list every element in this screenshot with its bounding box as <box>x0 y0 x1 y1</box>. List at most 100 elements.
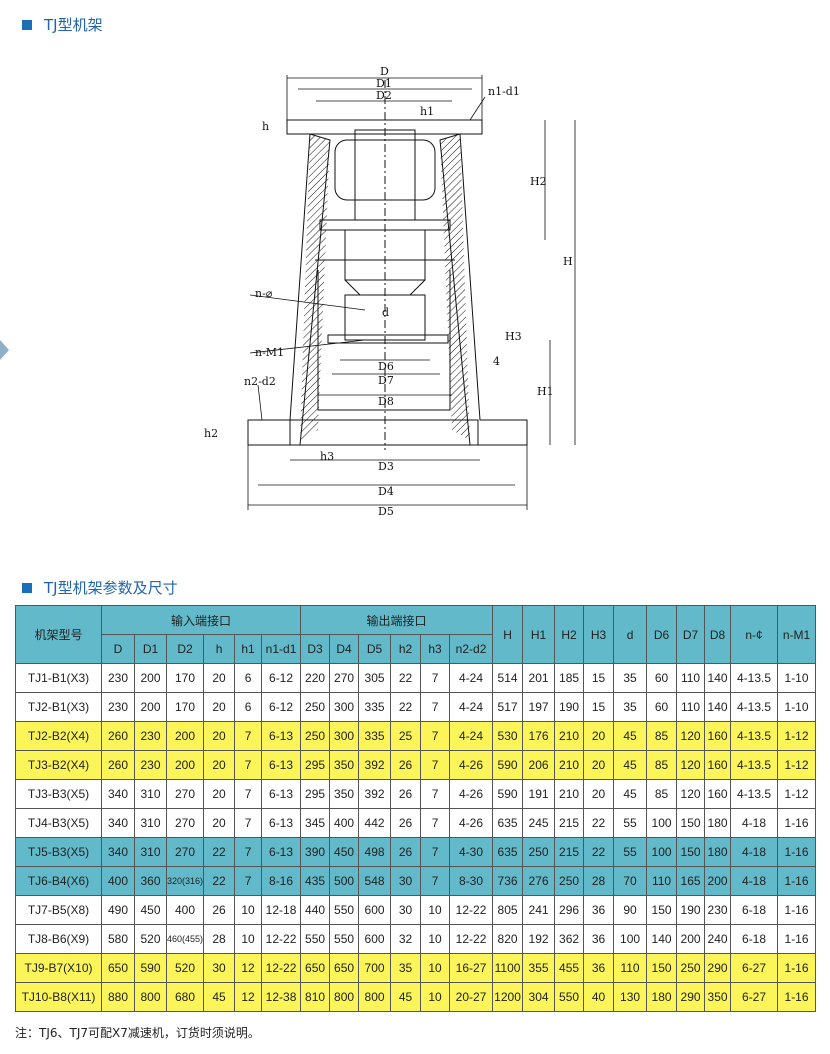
value-cell: 240 <box>704 924 732 954</box>
value-cell: 1200 <box>492 982 524 1012</box>
value-cell: 310 <box>134 779 167 809</box>
value-cell: 6-12 <box>261 663 302 693</box>
value-cell: 7 <box>420 779 451 809</box>
value-cell: 45 <box>613 750 648 780</box>
value-cell: 490 <box>101 895 135 925</box>
header-col: D8 <box>704 605 732 664</box>
value-cell: 550 <box>554 982 585 1012</box>
value-cell: 192 <box>522 924 556 954</box>
value-cell: 220 <box>300 663 331 693</box>
label-H: H <box>563 255 573 268</box>
model-cell: TJ3-B3(X5) <box>15 779 102 809</box>
value-cell: 4-13.5 <box>730 663 779 693</box>
value-cell: 12-38 <box>261 982 302 1012</box>
value-cell: 20 <box>203 663 236 693</box>
value-cell: 55 <box>613 837 648 867</box>
value-cell: 12 <box>234 953 263 983</box>
value-cell: 4-26 <box>449 779 494 809</box>
value-cell: 245 <box>522 808 556 838</box>
value-cell: 4-24 <box>449 721 494 751</box>
value-cell: 160 <box>704 750 732 780</box>
label-4: 4 <box>493 355 500 368</box>
label-d: d <box>382 306 389 319</box>
value-cell: 185 <box>554 663 585 693</box>
value-cell: 580 <box>101 924 135 954</box>
label-D5: D5 <box>378 505 394 518</box>
value-cell: 180 <box>646 982 678 1012</box>
header-col: h2 <box>390 634 422 664</box>
value-cell: 32 <box>390 924 422 954</box>
value-cell: 10 <box>420 895 451 925</box>
value-cell: 190 <box>554 692 585 722</box>
value-cell: 150 <box>646 895 678 925</box>
value-cell: 500 <box>329 866 360 896</box>
label-h: h <box>262 120 269 133</box>
value-cell: 10 <box>420 924 451 954</box>
value-cell: 340 <box>101 779 135 809</box>
model-cell: TJ10-B8(X11) <box>15 982 102 1012</box>
value-cell: 8-16 <box>261 866 302 896</box>
label-n1-d1: n1-d1 <box>488 85 520 98</box>
value-cell: 800 <box>134 982 167 1012</box>
value-cell: 20 <box>583 721 615 751</box>
value-cell: 100 <box>646 837 678 867</box>
value-cell: 260 <box>101 721 135 751</box>
value-cell: 6-27 <box>730 982 779 1012</box>
value-cell: 1-12 <box>777 750 817 780</box>
value-cell: 20 <box>583 779 615 809</box>
value-cell: 392 <box>358 750 392 780</box>
label-D3: D3 <box>378 460 394 473</box>
value-cell: 180 <box>704 808 732 838</box>
value-cell: 8-30 <box>449 866 494 896</box>
value-cell: 4-18 <box>730 866 779 896</box>
value-cell: 206 <box>522 750 556 780</box>
value-cell: 165 <box>676 866 706 896</box>
label-n-phi: n-⌀ <box>255 287 273 300</box>
value-cell: 250 <box>300 721 331 751</box>
section-title-params: TJ型机架参数及尺寸 <box>22 577 178 598</box>
value-cell: 340 <box>101 837 135 867</box>
value-cell: 12-22 <box>261 953 302 983</box>
value-cell: 7 <box>234 808 263 838</box>
value-cell: 100 <box>613 924 648 954</box>
value-cell: 4-18 <box>730 837 779 867</box>
value-cell: 15 <box>583 692 615 722</box>
value-cell: 1-16 <box>777 924 817 954</box>
value-cell: 160 <box>704 721 732 751</box>
value-cell: 7 <box>234 779 263 809</box>
value-cell: 295 <box>300 750 331 780</box>
value-cell: 210 <box>554 750 585 780</box>
value-cell: 6-18 <box>730 895 779 925</box>
model-cell: TJ2-B2(X4) <box>15 721 102 751</box>
value-cell: 520 <box>165 953 205 983</box>
value-cell: 15 <box>583 663 615 693</box>
header-col: n-M1 <box>777 605 817 664</box>
value-cell: 230 <box>101 663 135 693</box>
value-cell: 300 <box>329 721 360 751</box>
header-col: D5 <box>358 634 392 664</box>
value-cell: 45 <box>613 721 648 751</box>
value-cell: 120 <box>676 721 706 751</box>
label-D: D <box>380 65 389 78</box>
model-cell: TJ7-B5(X8) <box>15 895 102 925</box>
value-cell: 22 <box>583 808 615 838</box>
value-cell: 305 <box>358 663 392 693</box>
label-h3: h3 <box>320 450 334 463</box>
value-cell: 20 <box>203 779 236 809</box>
value-cell: 230 <box>134 721 167 751</box>
value-cell: 215 <box>554 837 585 867</box>
model-cell: TJ8-B6(X9) <box>15 924 102 954</box>
value-cell: 290 <box>704 953 732 983</box>
value-cell: 450 <box>134 895 167 925</box>
value-cell: 200 <box>165 750 205 780</box>
value-cell: 36 <box>583 953 615 983</box>
value-cell: 1-10 <box>777 663 817 693</box>
value-cell: 304 <box>522 982 556 1012</box>
header-col: D6 <box>646 605 678 664</box>
